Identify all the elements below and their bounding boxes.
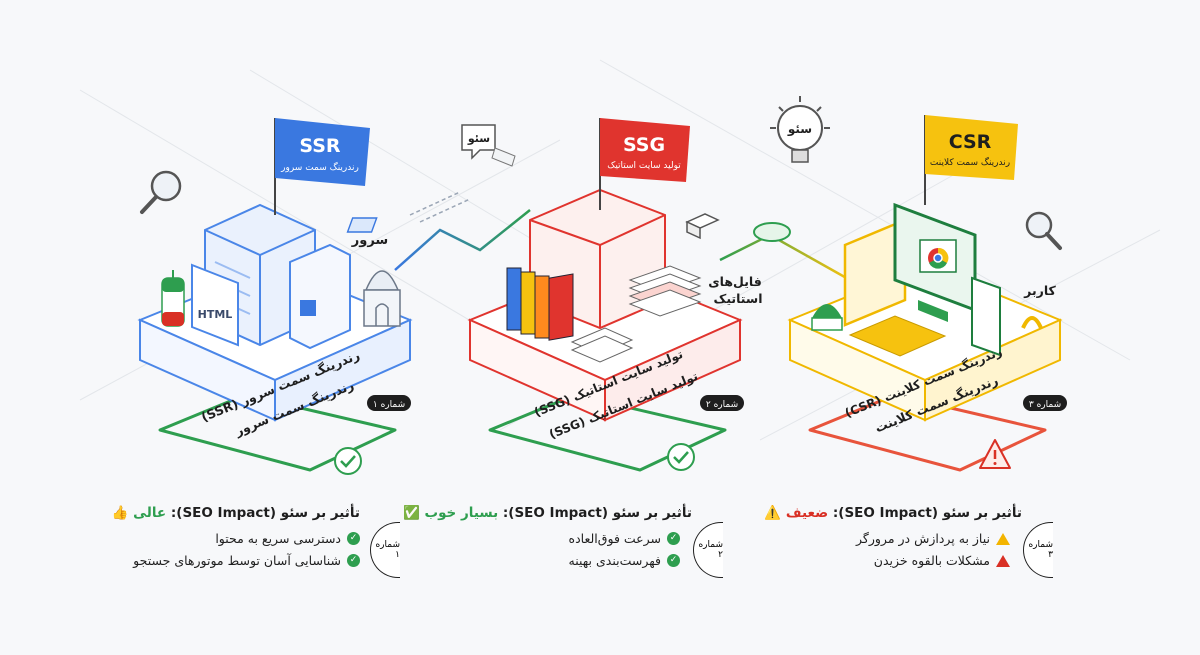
static-files-label-2: استاتیک xyxy=(714,291,763,306)
check-icon: ✓ xyxy=(347,554,360,567)
html-label: HTML xyxy=(198,308,233,321)
csr-impact-rating: ضعیف ⚠️ xyxy=(764,505,829,521)
check-icon: ✓ xyxy=(667,532,680,545)
list-item: ✓دسترسی سریع به محتوا xyxy=(30,531,360,546)
dashed-lines-decoration xyxy=(409,191,471,223)
seo-bubble-2: سئو xyxy=(787,122,812,137)
list-item: ✓شناسایی آسان توسط موتورهای جستجو xyxy=(30,553,360,568)
lightbulb-icon: سئو xyxy=(770,96,830,163)
svg-text:شماره ۲: شماره ۲ xyxy=(706,400,738,410)
html-document-icon: HTML xyxy=(191,263,239,347)
static-files-label-1: فایل‌های xyxy=(708,274,762,289)
mosque-icon xyxy=(363,270,401,327)
ssg-flag-subtitle: تولید سایت استاتیک xyxy=(607,161,681,171)
list-item: نیاز به پردازش در مرورگر xyxy=(690,531,1010,546)
list-item: ✓سرعت فوق‌العاده xyxy=(360,531,680,546)
ssr-impact-section: تأثیر بر سئو (SEO Impact): عالی 👍 ✓دسترس… xyxy=(30,505,370,575)
ssr-flag-subtitle: رندرینگ سمت سرور xyxy=(280,161,359,173)
connector-ssg-csr xyxy=(719,222,851,282)
ssg-impact-heading: تأثیر بر سئو (SEO Impact): بسیار خوب ✅ xyxy=(403,505,692,521)
seo-bubble-1: سئو xyxy=(467,132,490,145)
loop-ssr xyxy=(158,393,397,472)
csr-flag-subtitle: رندرینگ سمت کلاینت xyxy=(930,156,1010,168)
check-icon xyxy=(334,447,362,475)
csr-number-badge: شماره ۳ xyxy=(1023,395,1067,411)
loop-csr xyxy=(808,393,1047,472)
connector-ssr-ssg xyxy=(346,209,531,271)
csr-impact-heading: تأثیر بر سئو (SEO Impact): ضعیف ⚠️ xyxy=(764,505,1022,521)
small-box-icon xyxy=(685,213,720,240)
ssr-impact-points: ✓دسترسی سریع به محتوا ✓شناسایی آسان توسط… xyxy=(30,531,370,568)
csr-impact-points: نیاز به پردازش در مرورگر مشکلات بالقوه خ… xyxy=(690,531,1030,568)
ssg-impact-rating: بسیار خوب ✅ xyxy=(403,505,499,521)
magnifier-icon xyxy=(140,170,182,214)
iran-flag-icon xyxy=(161,270,185,327)
ssg-impact-section: تأثیر بر سئو (SEO Impact): بسیار خوب ✅ ✓… xyxy=(360,505,700,575)
monitor-icon xyxy=(843,202,1001,357)
ssr-flag: SSR رندرینگ سمت سرور xyxy=(274,118,370,215)
user-label: کاربر xyxy=(1023,283,1056,298)
check-icon: ✓ xyxy=(667,554,680,567)
ssg-flag-title: SSG xyxy=(623,134,665,156)
server-label: سرور xyxy=(351,233,388,248)
csr-flag-title: CSR xyxy=(949,131,992,153)
csr-flag: CSR رندرینگ سمت کلاینت xyxy=(924,115,1018,205)
list-item: مشکلات بالقوه خزیدن xyxy=(690,553,1010,568)
dome-icon xyxy=(811,304,843,331)
ssr-impact-rating: عالی 👍 xyxy=(111,505,167,521)
check-icon: ✓ xyxy=(347,532,360,545)
magnifier-icon xyxy=(1025,211,1062,250)
svg-text:شماره ۱: شماره ۱ xyxy=(373,400,405,410)
ssr-flag-title: SSR xyxy=(299,135,341,157)
loop-ssg xyxy=(488,393,727,472)
ssg-number-badge: شماره ۲ xyxy=(700,395,744,411)
warning-icon xyxy=(979,439,1011,469)
chrome-icon xyxy=(928,247,949,269)
ssg-impact-points: ✓سرعت فوق‌العاده ✓فهرست‌بندی بهینه xyxy=(360,531,700,568)
seo-bubble-icon: سئو xyxy=(461,124,516,167)
user-icon xyxy=(1021,316,1043,329)
books-icon xyxy=(506,267,574,341)
csr-impact-section: تأثیر بر سئو (SEO Impact): ضعیف ⚠️ نیاز … xyxy=(690,505,1030,575)
list-item: ✓فهرست‌بندی بهینه xyxy=(360,553,680,568)
warning-icon xyxy=(996,554,1010,567)
ssr-number-badge: شماره ۱ xyxy=(367,395,411,411)
ssg-flag: SSG تولید سایت استاتیک xyxy=(599,118,690,210)
warning-icon xyxy=(996,532,1010,545)
svg-text:شماره ۳: شماره ۳ xyxy=(1029,400,1061,410)
documents-icon xyxy=(570,265,702,363)
check-icon xyxy=(667,443,695,471)
ssr-impact-heading: تأثیر بر سئو (SEO Impact): عالی 👍 xyxy=(111,505,360,521)
